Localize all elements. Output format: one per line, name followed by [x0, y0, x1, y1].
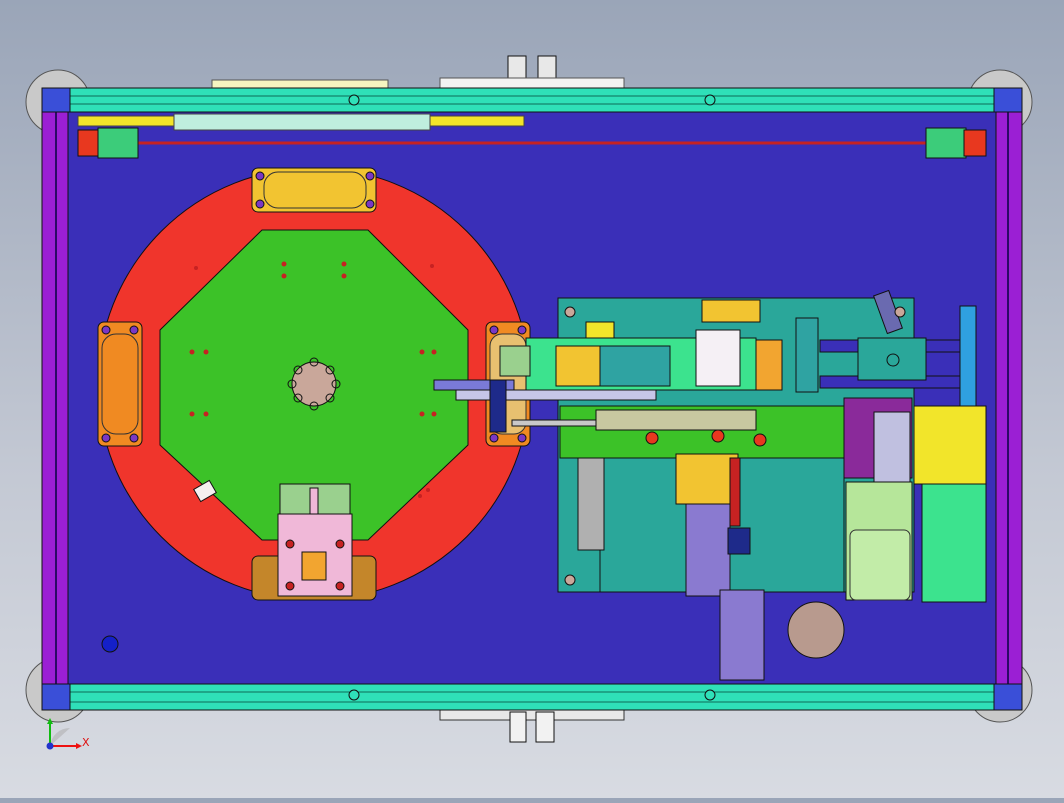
right-drive: [795, 289, 977, 483]
fixture-top: [251, 167, 377, 213]
top-standoffs: [211, 55, 625, 91]
axis-triad-icon: X: [40, 716, 110, 756]
pusher-rod: [433, 379, 767, 447]
top-light-slot: [173, 113, 431, 131]
turntable-hub: [291, 361, 337, 407]
vertical-actuator: [675, 453, 765, 681]
upper-mechanism: [499, 299, 783, 391]
axis-x-label: X: [82, 736, 90, 749]
top-rail: [41, 87, 1023, 113]
motor: [845, 405, 987, 603]
fixture-bottom: [251, 483, 377, 601]
bottom-rail: [41, 683, 1023, 711]
mounting-holes: [564, 306, 906, 586]
bottom-standoffs: [439, 707, 625, 743]
blue-marker: [101, 635, 119, 653]
disc-sensor: [193, 479, 217, 503]
rail-guide: [577, 457, 605, 551]
brown-disc: [787, 601, 845, 659]
fixture-left: [97, 321, 143, 447]
right-end-block: [925, 127, 987, 159]
axis-triad-graphic: [46, 718, 82, 750]
left-end-block: [77, 127, 139, 159]
disc-holes: [189, 261, 437, 498]
hub-bolts: [287, 357, 341, 411]
